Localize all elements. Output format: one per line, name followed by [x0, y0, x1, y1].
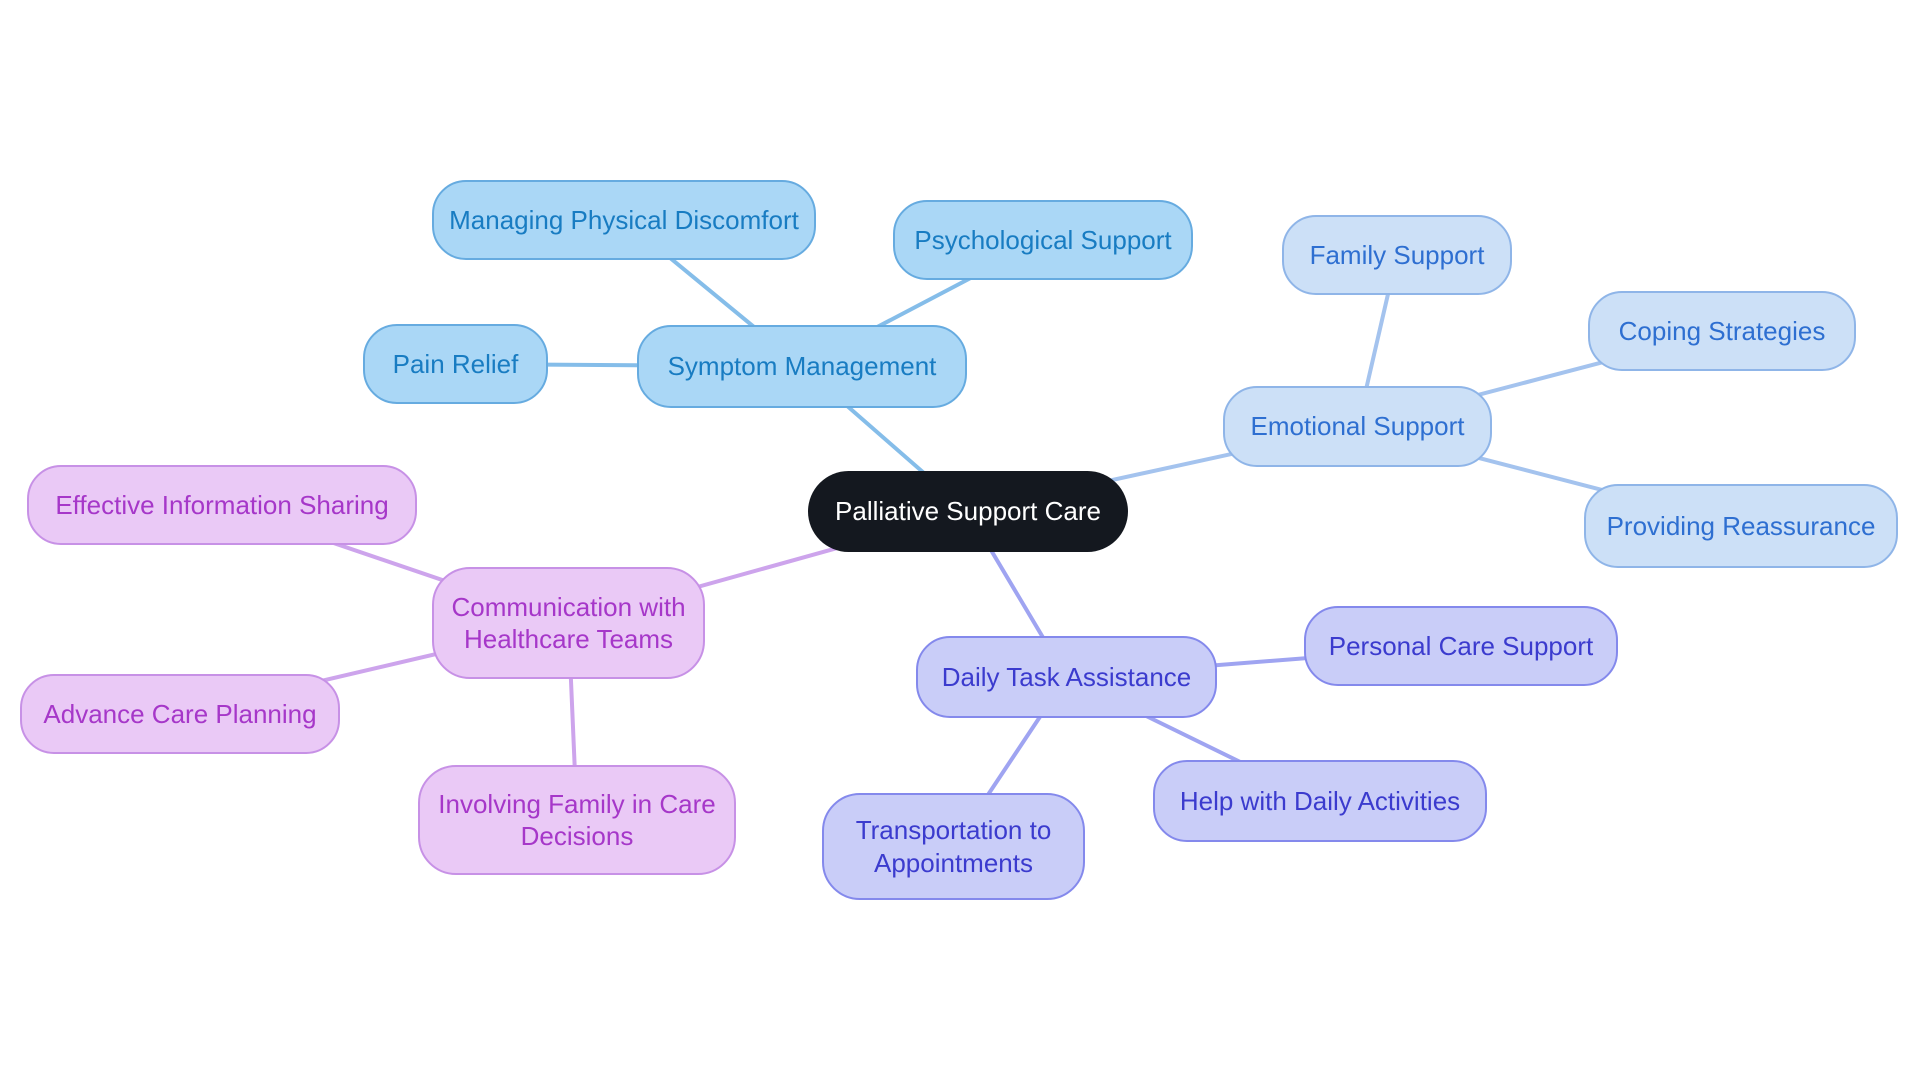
- node-involving-family-in-care-decisions[interactable]: Involving Family in Care Decisions: [418, 765, 736, 875]
- node-providing-reassurance[interactable]: Providing Reassurance: [1584, 484, 1898, 568]
- node-psychological-support[interactable]: Psychological Support: [893, 200, 1193, 280]
- node-help-with-daily-activities[interactable]: Help with Daily Activities: [1153, 760, 1487, 842]
- node-palliative-support-care[interactable]: Palliative Support Care: [808, 471, 1128, 552]
- node-family-support[interactable]: Family Support: [1282, 215, 1512, 295]
- node-managing-physical-discomfort[interactable]: Managing Physical Discomfort: [432, 180, 816, 260]
- node-coping-strategies[interactable]: Coping Strategies: [1588, 291, 1856, 371]
- node-effective-information-sharing[interactable]: Effective Information Sharing: [27, 465, 417, 545]
- node-pain-relief[interactable]: Pain Relief: [363, 324, 548, 404]
- node-daily-task-assistance[interactable]: Daily Task Assistance: [916, 636, 1217, 718]
- node-transportation-to-appointments[interactable]: Transportation to Appointments: [822, 793, 1085, 900]
- node-emotional-support[interactable]: Emotional Support: [1223, 386, 1492, 467]
- node-communication-with-healthcare-teams[interactable]: Communication with Healthcare Teams: [432, 567, 705, 679]
- node-personal-care-support[interactable]: Personal Care Support: [1304, 606, 1618, 686]
- node-advance-care-planning[interactable]: Advance Care Planning: [20, 674, 340, 754]
- node-symptom-management[interactable]: Symptom Management: [637, 325, 967, 408]
